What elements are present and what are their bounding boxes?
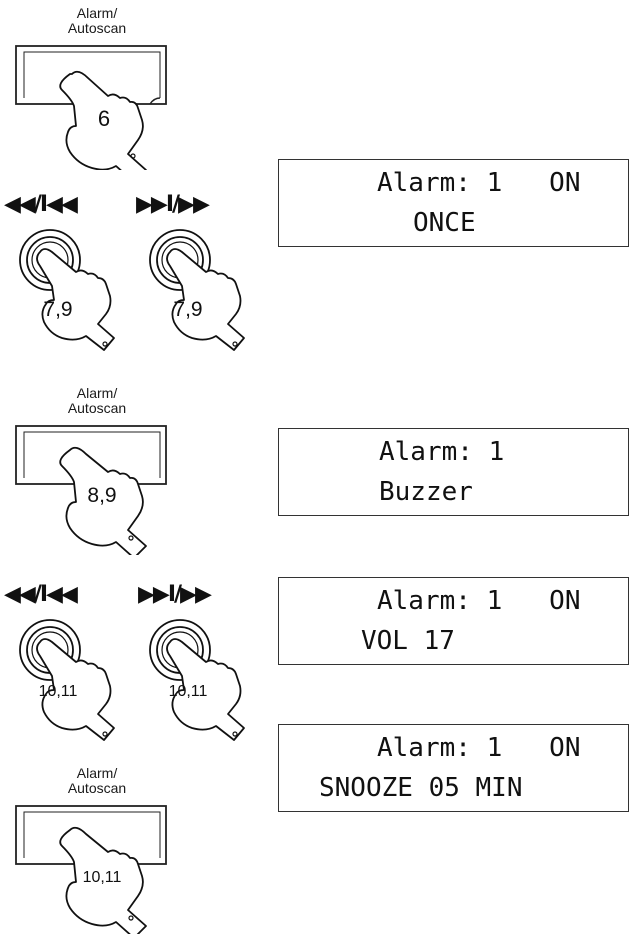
- pointing-hand-icon: [166, 638, 245, 741]
- rewind-knob[interactable]: 10,11: [0, 610, 140, 750]
- forward-knob[interactable]: 10,11: [130, 610, 270, 750]
- step-number-10-11-right: 10,11: [169, 683, 208, 700]
- lcd-line-2: ONCE: [413, 208, 476, 238]
- rewind-knob[interactable]: 7,9: [0, 220, 140, 360]
- pointing-hand-icon: [166, 248, 245, 351]
- pointing-hand-icon: [59, 446, 147, 555]
- alarm-label-line2: Autoscan: [67, 20, 127, 36]
- pointing-hand-icon: [36, 248, 115, 351]
- pointing-hand-icon: [36, 638, 115, 741]
- alarm-autoscan-label: Alarm/ Autoscan: [37, 386, 157, 416]
- lcd-display-3: Alarm: 1 ON VOL 17: [278, 577, 629, 665]
- rewind-skip-label: ◀◀/I◀◀: [4, 192, 78, 217]
- lcd-line-2: VOL 17: [361, 626, 455, 656]
- lcd-line-2: Buzzer: [379, 477, 473, 507]
- rewind-skip-label: ◀◀/I◀◀: [4, 582, 78, 607]
- alarm-label-line1: Alarm/: [76, 385, 118, 401]
- step-number-8-9: 8,9: [87, 484, 116, 507]
- step-number-7-9-left: 7,9: [43, 298, 72, 321]
- alarm-label-line1: Alarm/: [76, 765, 118, 781]
- step-number-10-11-left: 10,11: [39, 683, 78, 700]
- step-number-10-11: 10,11: [83, 869, 122, 886]
- lcd-display-4: Alarm: 1 ON SNOOZE 05 MIN: [278, 724, 629, 812]
- alarm-label-line2: Autoscan: [67, 780, 127, 796]
- forward-skip-label: ▶▶I/▶▶: [136, 192, 210, 217]
- step-number-6: 6: [98, 106, 110, 131]
- lcd-line-1: Alarm: 1 ON: [377, 733, 581, 763]
- alarm-autoscan-button[interactable]: 6: [0, 40, 180, 170]
- alarm-label-line2: Autoscan: [67, 400, 127, 416]
- alarm-autoscan-label: Alarm/ Autoscan: [37, 6, 157, 36]
- pointing-hand-icon: [59, 826, 147, 934]
- lcd-line-1: Alarm: 1 ON: [377, 586, 581, 616]
- forward-knob[interactable]: 7,9: [130, 220, 270, 360]
- alarm-autoscan-label: Alarm/ Autoscan: [37, 766, 157, 796]
- lcd-line-1: Alarm: 1: [379, 437, 505, 467]
- lcd-line-2: SNOOZE 05 MIN: [319, 773, 523, 803]
- alarm-autoscan-button[interactable]: 8,9: [0, 420, 180, 555]
- pointing-hand-icon: [59, 70, 147, 170]
- lcd-display-2: Alarm: 1 Buzzer: [278, 428, 629, 516]
- lcd-display-1: Alarm: 1 ON ONCE: [278, 159, 629, 247]
- alarm-autoscan-button[interactable]: 10,11: [0, 800, 180, 934]
- step-number-7-9-right: 7,9: [173, 298, 202, 321]
- lcd-line-1: Alarm: 1 ON: [377, 168, 581, 198]
- alarm-label-line1: Alarm/: [76, 5, 118, 21]
- forward-skip-label: ▶▶I/▶▶: [138, 582, 212, 607]
